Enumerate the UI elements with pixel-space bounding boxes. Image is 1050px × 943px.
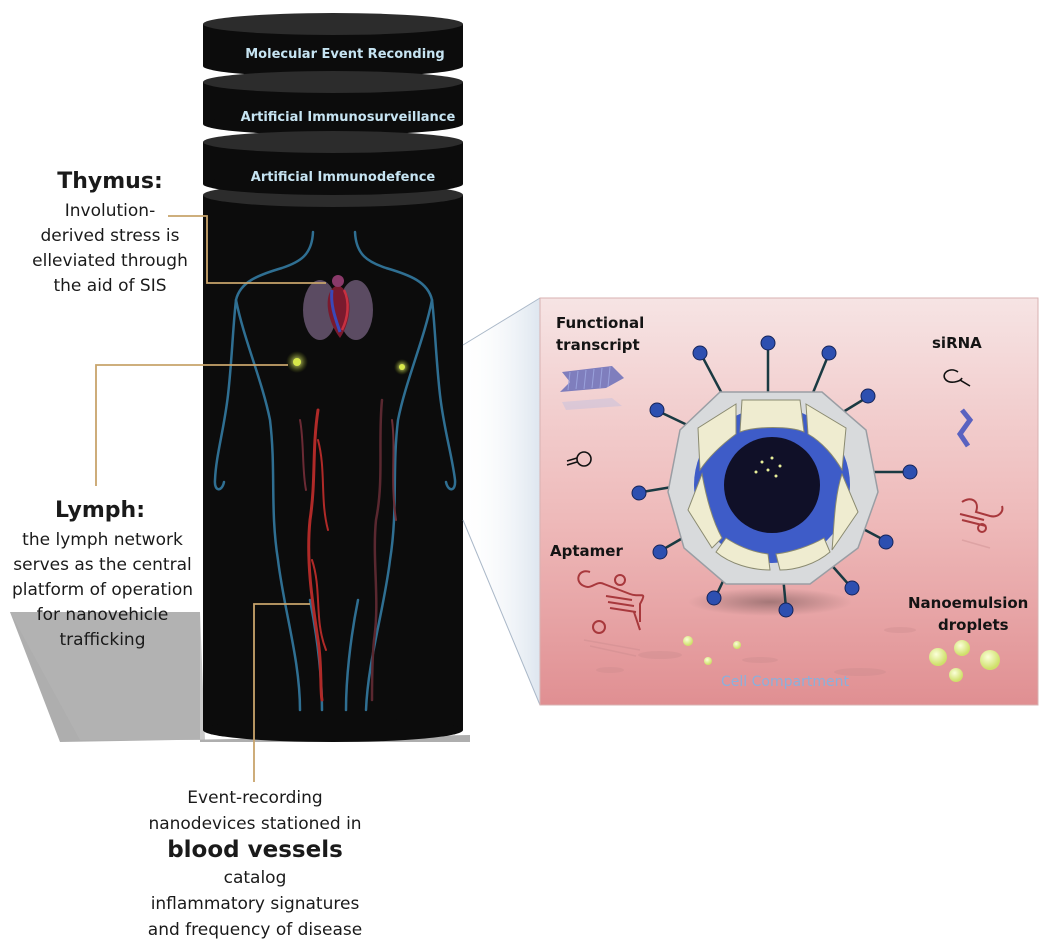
thymus-organ-icon xyxy=(303,275,373,340)
thymus-line-3: elleviated through xyxy=(32,251,188,271)
thymus-title: Thymus: xyxy=(57,169,163,194)
lymph-line-1: the lymph network xyxy=(22,530,183,550)
lymph-description: the lymph network serves as the central … xyxy=(5,528,200,653)
thymus-line-1: Involution- xyxy=(64,201,156,221)
thymus-description: Involution- derived stress is elleviated… xyxy=(15,199,205,299)
leader-lines xyxy=(95,215,326,782)
cylinder-shadow-soft xyxy=(10,612,205,740)
blood-line-3-rest: catalog xyxy=(223,868,287,888)
blood-line-5: and frequency of disease xyxy=(147,920,363,940)
cylinder-bottom xyxy=(203,718,463,742)
nanoparticle-icon xyxy=(667,391,879,585)
layer-disc-3: Artificial Immunodefence xyxy=(203,131,463,195)
functional-label-2: transcript xyxy=(556,336,640,354)
functional-transcript-icon xyxy=(560,366,624,410)
hairpin-icon xyxy=(566,451,592,467)
aptamer-icon xyxy=(577,498,1004,634)
blood-description: Event-recording nanodevices stationed in… xyxy=(140,785,370,943)
layer-label-2: Artificial Immunosurveillance xyxy=(241,110,456,125)
lymph-line-4: for nanovehicle xyxy=(36,605,169,625)
cell-compartment-label: Cell Compartment xyxy=(721,674,849,690)
lymph-line-3: platform of operation xyxy=(11,580,194,600)
layer-disc-2: Artificial Immunosurveillance xyxy=(203,71,463,135)
layer-disc-1: Molecular Event Reconding xyxy=(203,13,463,77)
cylinder-body xyxy=(203,195,463,730)
sirna-label: siRNA xyxy=(932,334,982,352)
nanoparticle-shadow xyxy=(688,588,852,616)
projection-beam xyxy=(463,298,540,705)
lymph-title: Lymph: xyxy=(55,498,145,523)
thymus-leader-line xyxy=(168,215,326,284)
blood-vessel-icon xyxy=(299,398,397,702)
aptamer-label: Aptamer xyxy=(550,542,623,560)
lymph-line-2: serves as the central xyxy=(13,555,192,575)
nanoemulsion-label-1: Nanoemulsion xyxy=(908,594,1028,612)
layer-label-3: Artificial Immunodefence xyxy=(251,170,436,185)
beam-edge-bottom xyxy=(462,519,541,706)
diagram-canvas: Molecular Event Reconding Artificial Imm… xyxy=(10,13,1039,782)
blood-vessels-emphasis: blood vessels xyxy=(167,837,343,863)
blood-line-1: Event-recording xyxy=(187,788,323,808)
lymph-line-5: trafficking xyxy=(59,630,146,650)
blood-line-2: nanodevices stationed in xyxy=(148,814,362,834)
nanoemulsion-label-2: droplets xyxy=(938,616,1009,634)
beam-edge-top xyxy=(462,297,541,346)
layer-label-1: Molecular Event Reconding xyxy=(245,47,444,62)
sirna-icon xyxy=(943,369,974,448)
aptamer-shadow xyxy=(583,539,991,657)
nanoemulsion-droplet-icon xyxy=(683,636,1000,682)
blood-line-3: blood vessels catalog xyxy=(140,837,370,891)
nanoparticle-spike-tips xyxy=(631,335,918,618)
lymph-leader-line xyxy=(95,364,288,486)
lymph-node-icon xyxy=(286,351,410,375)
blood-line-4: inflammatory signatures xyxy=(150,894,360,914)
diagram: Molecular Event Reconding Artificial Imm… xyxy=(5,13,1039,940)
thymus-line-4: the aid of SIS xyxy=(53,276,167,296)
functional-label-1: Functional xyxy=(556,314,644,332)
thymus-line-2: derived stress is xyxy=(40,226,180,246)
blood-leader-line xyxy=(253,603,310,782)
panel-texture xyxy=(596,627,916,676)
